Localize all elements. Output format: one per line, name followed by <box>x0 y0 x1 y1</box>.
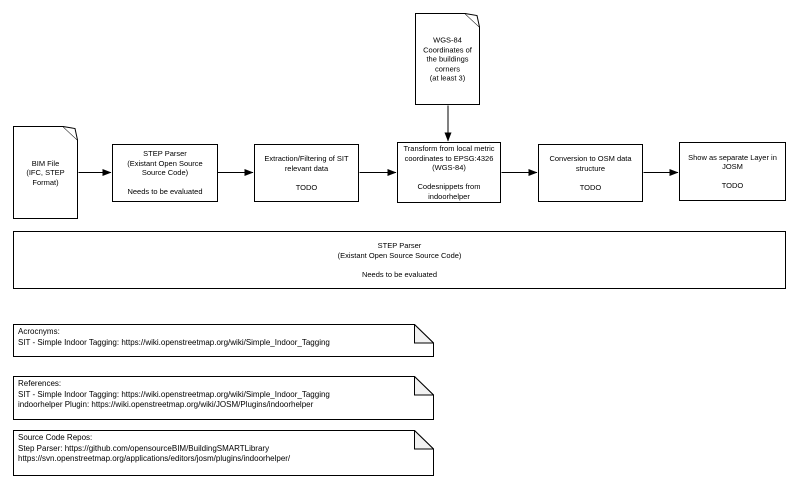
node-bim-file-label: BIM File (IFC, STEP Format) <box>26 158 65 187</box>
note-shape-icon <box>13 430 434 476</box>
detail-box-step-parser: STEP Parser (Existant Open Source Source… <box>13 231 786 289</box>
node-transform-coordinates: Transform from local metric coordinates … <box>397 142 501 203</box>
node-show-layer-josm-label: Show as separate Layer in JOSM TODO <box>688 152 777 191</box>
note-shape-icon <box>13 376 434 420</box>
node-step-parser: STEP Parser (Existant Open Source Source… <box>112 144 218 202</box>
note-source-repos: Source Code Repos: Step Parser: https://… <box>13 430 434 476</box>
node-extraction-filtering: Extraction/Filtering of SIT relevant dat… <box>254 144 359 202</box>
note-source-repos-text: Source Code Repos: Step Parser: https://… <box>18 433 291 463</box>
node-extraction-filtering-label: Extraction/Filtering of SIT relevant dat… <box>264 154 349 192</box>
note-acronyms: Acrocnyms: SIT - Simple Indoor Tagging: … <box>13 324 434 357</box>
node-wgs84-coordinates: WGS-84 Coordinates of the buildings corn… <box>415 13 480 105</box>
node-conversion-osm-label: Conversion to OSM data structure TODO <box>549 154 632 192</box>
note-references: References: SIT - Simple Indoor Tagging:… <box>13 376 434 420</box>
node-show-layer-josm: Show as separate Layer in JOSM TODO <box>679 142 786 201</box>
node-wgs84-coordinates-label: WGS-84 Coordinates of the buildings corn… <box>423 35 472 83</box>
detail-box-step-parser-label: STEP Parser (Existant Open Source Source… <box>337 241 462 279</box>
document-shape-icon <box>13 126 78 219</box>
node-step-parser-label: STEP Parser (Existant Open Source Source… <box>127 149 203 197</box>
note-shape-icon <box>13 324 434 357</box>
node-bim-file: BIM File (IFC, STEP Format) <box>13 126 78 219</box>
node-conversion-osm: Conversion to OSM data structure TODO <box>538 144 643 202</box>
node-transform-coordinates-label: Transform from local metric coordinates … <box>403 144 495 201</box>
note-references-text: References: SIT - Simple Indoor Tagging:… <box>18 379 330 409</box>
note-acronyms-text: Acrocnyms: SIT - Simple Indoor Tagging: … <box>18 327 330 347</box>
document-shape-icon <box>415 13 480 105</box>
